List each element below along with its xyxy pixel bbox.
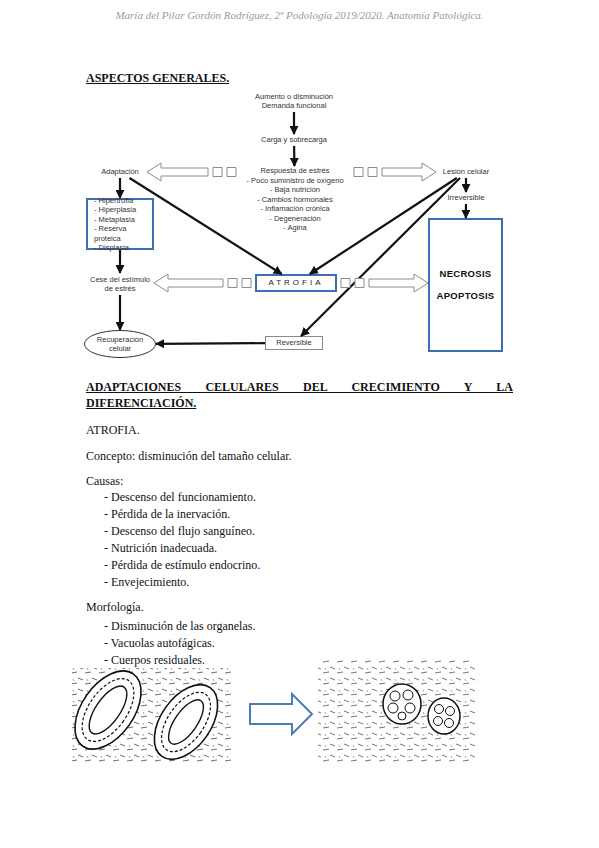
- node-line: - Agina: [283, 223, 306, 233]
- tubule: [61, 659, 154, 761]
- flow-arrow: [465, 204, 467, 218]
- list-item: - Vacuolas autofágicas.: [104, 636, 215, 650]
- body-text: Causas:: [86, 474, 123, 488]
- tissue-after: [318, 660, 476, 765]
- recovery-ellipse: Recuperación celular: [84, 330, 156, 358]
- node-line: - Hiperplasia: [94, 205, 136, 215]
- body-text: Concepto: disminución del tamaño celular…: [86, 449, 292, 463]
- subheading: ATROFIA.: [86, 423, 140, 437]
- tissue-before: [61, 659, 232, 771]
- reversible-box: Reversible: [265, 336, 323, 350]
- trigger-text: Aumento o disminución Demanda funcional: [249, 90, 339, 112]
- node-label: ATROFIA: [268, 278, 323, 288]
- list-item: - Disminución de las organelas.: [104, 619, 255, 633]
- node-line: - Poco suministro de oxígeno: [246, 176, 343, 186]
- outcome-box: NECROSISAPOPTOSIS: [428, 218, 503, 352]
- node-line: - Metaplasia: [94, 215, 135, 225]
- hollow-arrow: [154, 274, 251, 292]
- stroma-texture: [318, 660, 476, 765]
- node-label: - Hipertrofia: [94, 196, 133, 206]
- node-label: Reversible: [276, 338, 311, 348]
- node-label: Respuesta de estrés: [261, 166, 330, 176]
- page-heading: ASPECTOS GENERALES.: [86, 71, 229, 85]
- process-text: Adaptación: [93, 166, 147, 178]
- node-label: Lesión celular: [443, 167, 489, 177]
- list-item: - Pérdida de la inervación.: [104, 507, 230, 521]
- list-item: - Descenso del funcionamiento.: [104, 490, 256, 504]
- hollow-arrow: [147, 163, 236, 181]
- hollow-arrow: [354, 163, 436, 181]
- flow-arrow: [119, 250, 121, 273]
- atrophic-tubule: [428, 698, 460, 734]
- process-text: Irreversible: [443, 192, 489, 204]
- list-item: - Cuerpos residuales.: [104, 653, 205, 667]
- adaptation-box: - Hipertrofia- Hiperplasia- Metaplasia- …: [86, 198, 154, 250]
- section-heading: ADAPTACIONES CELULARES DEL CRECIMIENTO Y…: [86, 379, 513, 411]
- tubule: [141, 673, 230, 770]
- flow-arrow: [156, 342, 265, 345]
- ellipse-shape: [85, 331, 156, 358]
- node-label: Cese del estímulo de estrés: [86, 275, 154, 294]
- flow-arrow: [119, 295, 121, 330]
- node-line: - Inflamación crónica: [260, 204, 329, 214]
- atrophy-box: ATROFIA: [255, 274, 337, 292]
- list-item: - Envejecimiento.: [104, 575, 189, 589]
- flow-arrow: [293, 112, 295, 134]
- atrophic-tubule: [383, 684, 421, 724]
- node-line: APOPTOSIS: [437, 285, 495, 307]
- node-line: - Reserva proteica: [94, 224, 152, 243]
- flow-arrow: [465, 178, 467, 192]
- node-label: NECROSIS: [439, 263, 491, 285]
- node-line: - Cambios hormonales: [257, 195, 332, 205]
- node-label: Recuperación celular: [92, 335, 148, 354]
- node-label: Irreversible: [447, 193, 484, 203]
- node-label: Carga y sobrecarga: [261, 135, 327, 145]
- flow-arrow: [293, 146, 296, 166]
- list-item: - Descenso del flujo sanguíneo.: [104, 524, 255, 538]
- list-item: - Nutrición inadecuada.: [104, 541, 217, 555]
- running-header: María del Pilar Gordón Rodríguez, 2º Pod…: [0, 8, 599, 22]
- node-line: - Baja nutrición: [270, 185, 320, 195]
- process-text: Lesión celular: [436, 166, 496, 178]
- node-label: Adaptación: [101, 167, 139, 177]
- node-line: - Degeneración: [269, 214, 320, 224]
- process-text: Cese del estímulo de estrés: [86, 273, 154, 295]
- body-text: Morfología.: [86, 600, 144, 614]
- node-label: Aumento o disminución Demanda funcional: [252, 92, 336, 111]
- transition-arrow: [250, 694, 312, 734]
- flow-arrow: [119, 178, 121, 198]
- process-text: Carga y sobrecarga: [255, 134, 333, 146]
- list-item: - Pérdida de estímulo endocrino.: [104, 558, 260, 572]
- stress-response-group: Respuesta de estrés- Poco suministro de …: [240, 166, 350, 236]
- hollow-arrow: [341, 274, 428, 292]
- node-line: - Displasia: [94, 243, 129, 253]
